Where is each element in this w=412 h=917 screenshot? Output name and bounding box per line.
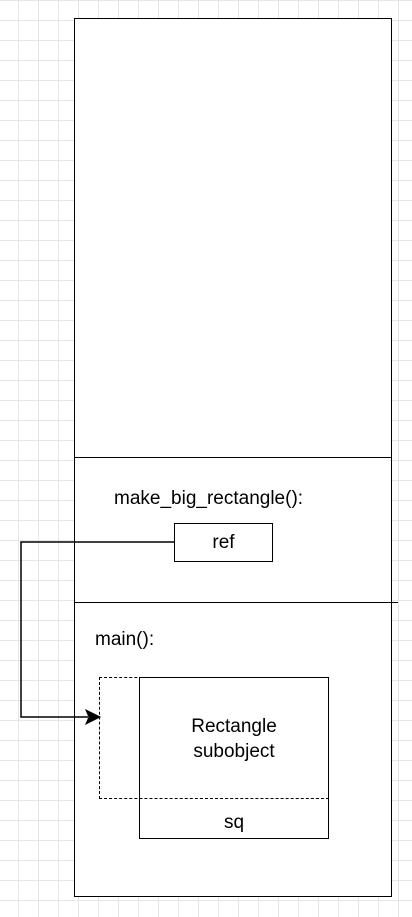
frame-divider-top <box>74 457 392 458</box>
rectangle-subobject-outline <box>99 677 329 799</box>
ref-arrowhead <box>85 708 102 726</box>
frame-divider-bottom <box>74 602 398 603</box>
ref-variable-label: ref <box>212 531 235 553</box>
main-frame-label: main(): <box>95 629 155 650</box>
make-big-rectangle-frame-label: make_big_rectangle(): <box>114 488 304 509</box>
ref-variable-box: ref <box>174 523 273 562</box>
sq-variable-label: sq <box>223 812 245 833</box>
rectangle-subobject-text: Rectangle subobject <box>140 714 328 764</box>
rectangle-subobject-line1: Rectangle <box>191 716 277 737</box>
ref-arrow-line <box>20 541 174 718</box>
rectangle-subobject-line2: subobject <box>193 741 275 762</box>
